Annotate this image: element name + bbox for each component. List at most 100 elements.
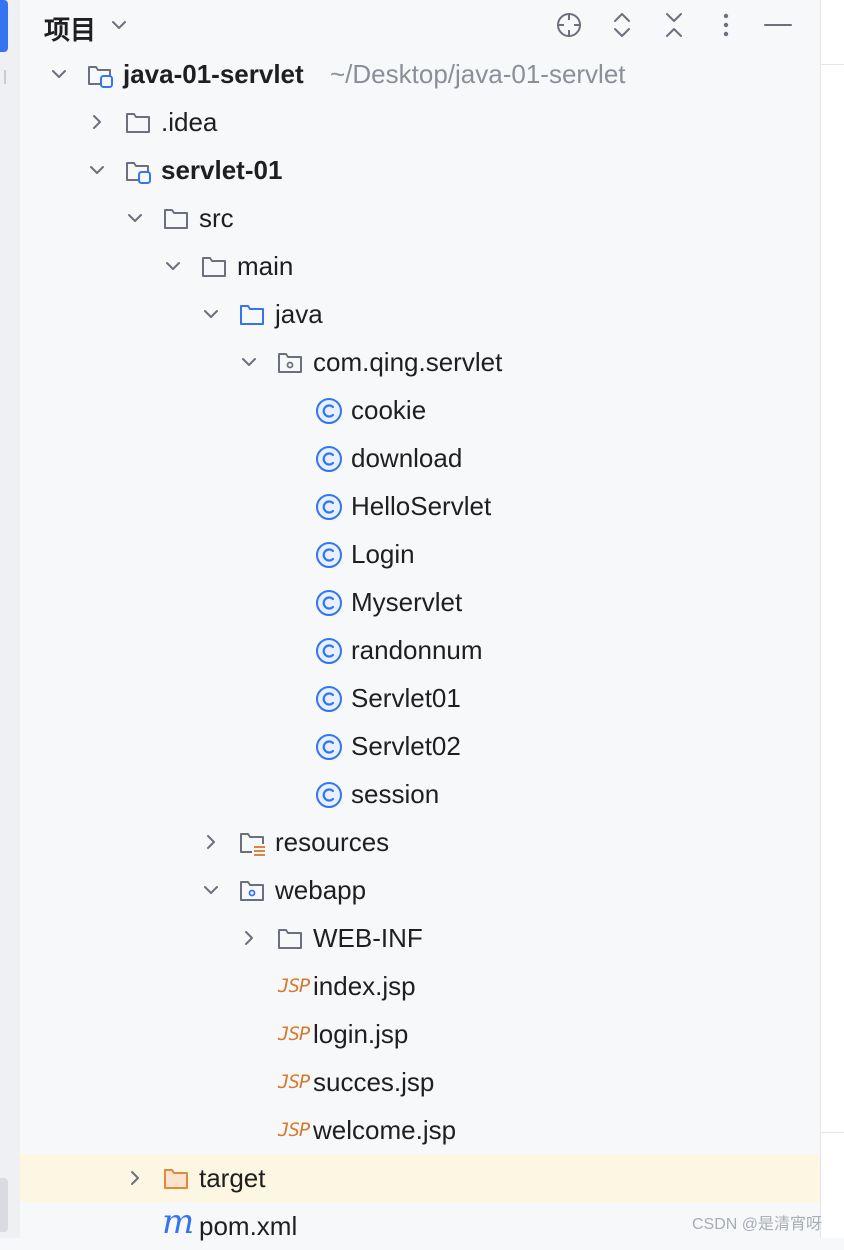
divider [821,1132,844,1133]
folder-icon [124,109,152,137]
class-icon [315,589,343,617]
maven-icon: m [162,1202,195,1242]
module-folder-icon [124,157,152,185]
tree-row-class[interactable]: HelloServlet [20,482,820,530]
chevron-down-icon[interactable] [200,303,222,325]
tree-row-class[interactable]: cookie [20,386,820,434]
tree-label: index.jsp [313,971,416,1001]
tree-row-jsp[interactable]: JSP login.jsp [20,1010,820,1058]
chevron-down-icon[interactable] [238,351,260,373]
chevron-down-icon[interactable] [200,879,222,901]
chevron-down-icon[interactable] [48,63,70,85]
tree-label: Login [351,539,415,569]
tree-label: java-01-servlet [123,59,304,89]
bottom-tool-button[interactable] [0,1178,8,1232]
tree-label: webapp [275,875,367,905]
tree-label: Servlet02 [351,731,461,761]
watermark: CSDN @是清宵呀 [692,1216,823,1233]
project-tool-button[interactable] [0,0,8,52]
tree-label: WEB-INF [313,923,423,953]
tree-row-jsp[interactable]: JSP succes.jsp [20,1058,820,1106]
tree-row-target[interactable]: target [20,1154,820,1202]
module-folder-icon [86,61,114,89]
excluded-folder-icon [162,1165,190,1193]
chevron-right-icon[interactable] [238,927,260,949]
minimize-icon[interactable] [763,10,793,40]
tree-row-java[interactable]: java [20,290,820,338]
tree-row-class[interactable]: Servlet01 [20,674,820,722]
jsp-icon: JSP [278,1119,310,1141]
tree-row-idea[interactable]: .idea [20,98,820,146]
jsp-icon: JSP [278,1023,310,1045]
tree-row-jsp[interactable]: JSP welcome.jsp [20,1106,820,1154]
expand-all-icon[interactable] [607,10,637,40]
chevron-right-icon[interactable] [124,1167,146,1189]
tree-row-src[interactable]: src [20,194,820,242]
tree-row-webapp[interactable]: webapp [20,866,820,914]
tree-label: java [275,299,323,329]
tree-row-jsp[interactable]: JSP index.jsp [20,962,820,1010]
divider [821,64,844,65]
class-icon [315,445,343,473]
class-icon [315,733,343,761]
tree-label: session [351,779,440,809]
tree-row-webinf[interactable]: WEB-INF [20,914,820,962]
tree-label: main [237,251,294,281]
class-icon [315,781,343,809]
tree-label: servlet-01 [161,155,283,185]
class-icon [315,637,343,665]
tree-row-main[interactable]: main [20,242,820,290]
tree-row-module[interactable]: servlet-01 [20,146,820,194]
tree-label: Myservlet [351,587,463,617]
tree-row-pom[interactable]: m pom.xml [20,1202,820,1250]
tree-label: target [199,1163,266,1193]
chevron-down-icon[interactable] [124,207,146,229]
tree-row-resources[interactable]: resources [20,818,820,866]
folder-icon [162,205,190,233]
tree-label: randonnum [351,635,483,665]
class-icon [315,397,343,425]
editor-edge [820,0,844,1238]
chevron-right-icon[interactable] [86,111,108,133]
chevron-down-icon[interactable] [108,14,130,36]
tree-row-package[interactable]: com.qing.servlet [20,338,820,386]
tree-label: src [199,203,234,233]
chevron-right-icon[interactable] [200,831,222,853]
tree-label: login.jsp [313,1019,409,1049]
package-icon [276,349,304,377]
folder-icon [276,925,304,953]
tree-label: cookie [351,395,427,425]
web-folder-icon [238,877,266,905]
chevron-down-icon[interactable] [162,255,184,277]
class-icon [315,541,343,569]
tree-row-class[interactable]: download [20,434,820,482]
root-path: ~/Desktop/java-01-servlet [330,59,626,89]
tree-label: com.qing.servlet [313,347,503,377]
source-folder-icon [238,301,266,329]
collapse-all-icon[interactable] [659,10,689,40]
resources-folder-icon [238,829,266,857]
panel-header: 项目 [20,0,820,52]
tree-label: .idea [161,107,218,137]
tree-row-class[interactable]: Myservlet [20,578,820,626]
tree-row-class[interactable]: Servlet02 [20,722,820,770]
project-panel: 项目 java-01-servlet ~/Desktop/java-01-ser… [20,0,820,1241]
strip-divider [4,70,6,84]
jsp-icon: JSP [278,1071,310,1093]
tree-label: Servlet01 [351,683,461,713]
class-icon [315,493,343,521]
tree-label: pom.xml [199,1211,298,1241]
tree-label: HelloServlet [351,491,492,521]
more-vertical-icon[interactable] [711,10,741,40]
tree-label: welcome.jsp [313,1115,457,1145]
tree-label: download [351,443,463,473]
tree-row-class[interactable]: session [20,770,820,818]
folder-icon [200,253,228,281]
panel-title[interactable]: 项目 [44,15,97,45]
tree-row-class[interactable]: Login [20,530,820,578]
chevron-down-icon[interactable] [86,159,108,181]
tree-row-class[interactable]: randonnum [20,626,820,674]
crosshair-icon[interactable] [554,10,584,40]
tree-row-root[interactable]: java-01-servlet ~/Desktop/java-01-servle… [20,50,820,98]
tree-label: resources [275,827,390,857]
